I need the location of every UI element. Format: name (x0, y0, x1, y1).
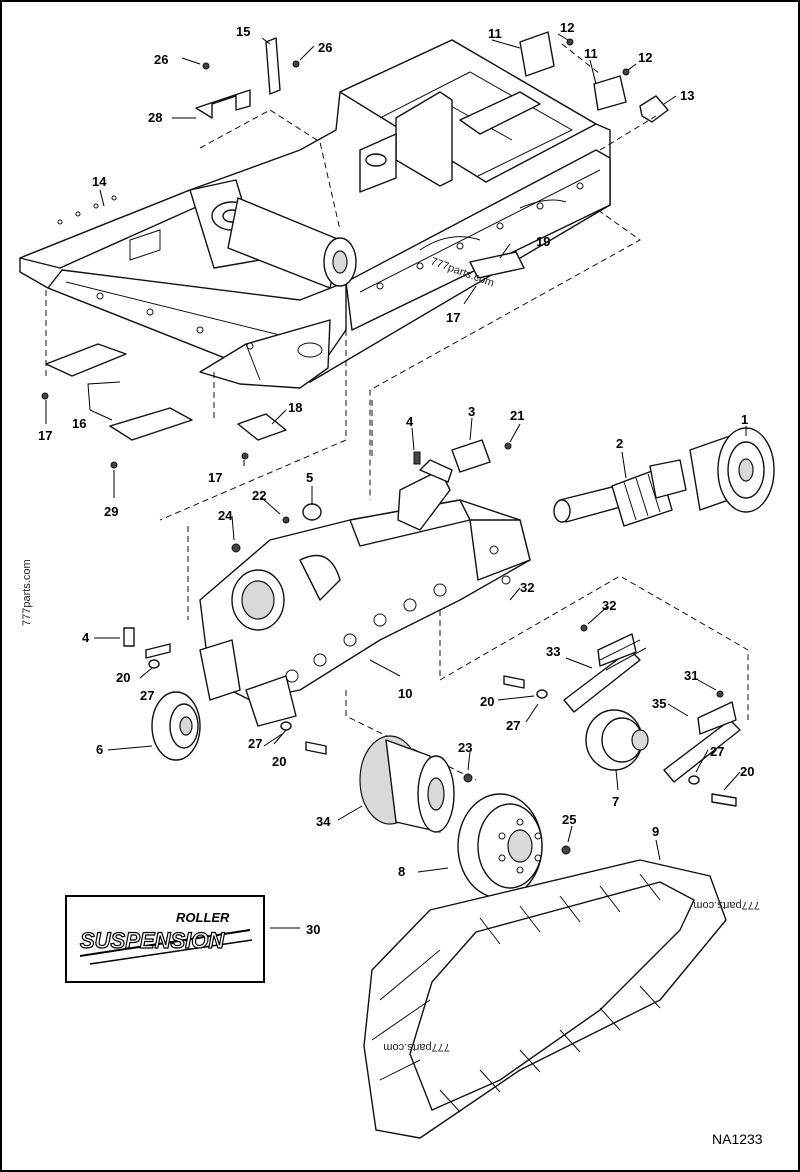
callout-16: 16 (72, 416, 86, 431)
hardware-left (123, 627, 327, 755)
callout-23: 23 (458, 740, 472, 755)
front-idler-1 (689, 427, 775, 513)
callout-20d: 20 (740, 764, 754, 779)
callout-12b: 12 (638, 50, 652, 65)
callout-28: 28 (148, 110, 162, 125)
screw-12a (566, 38, 574, 46)
callout-17a: 17 (38, 428, 52, 443)
callout-9: 9 (652, 824, 659, 839)
cover-plate-11a (519, 31, 555, 77)
logo-text-suspension: SUSPENSION (80, 928, 225, 953)
callout-14: 14 (92, 174, 107, 189)
callout-18: 18 (288, 400, 302, 415)
callout-labels: 1 2 3 4 4 5 6 7 8 9 10 11 11 12 12 13 14… (38, 20, 754, 937)
callout-12a: 12 (560, 20, 574, 35)
callout-6: 6 (96, 742, 103, 757)
callout-27c: 27 (506, 718, 520, 733)
screw-12b (622, 68, 630, 76)
cover-plate-3 (451, 439, 491, 473)
callout-20a: 20 (116, 670, 130, 685)
callout-2: 2 (616, 436, 623, 451)
watermark-left: 777parts.com (21, 559, 33, 626)
sprocket-8 (457, 793, 543, 899)
callout-10: 10 (398, 686, 412, 701)
bolt-4a (413, 451, 421, 465)
cover-plates (469, 31, 669, 279)
callout-5: 5 (306, 470, 313, 485)
callout-8: 8 (398, 864, 405, 879)
plate-16a (45, 343, 127, 377)
bracket-28 (195, 89, 251, 119)
nut-25 (561, 845, 571, 855)
screw-21 (504, 442, 512, 450)
plate-18 (237, 413, 287, 441)
hardware-right (503, 675, 737, 807)
nut-24 (231, 543, 241, 553)
callout-31: 31 (684, 668, 698, 683)
callout-25: 25 (562, 812, 576, 827)
disc-5 (302, 503, 322, 521)
main-frame-assembly (19, 39, 611, 389)
callout-17b: 17 (446, 310, 460, 325)
callout-7: 7 (612, 794, 619, 809)
upper-brackets (195, 37, 300, 119)
screw-22 (282, 516, 290, 524)
callout-17c: 17 (208, 470, 222, 485)
drive-motor-34 (359, 735, 455, 833)
callout-21: 21 (510, 408, 524, 423)
drawing-code: NA1233 (712, 1131, 763, 1147)
arm-35 (663, 719, 741, 783)
plate-16b (109, 407, 193, 441)
cover-plate-11b (593, 75, 627, 111)
roller-suspension-logo-30: ROLLER SUSPENSION (65, 895, 265, 983)
callout-27b: 27 (248, 736, 262, 751)
callout-34: 34 (316, 814, 331, 829)
callout-35: 35 (652, 696, 666, 711)
track-frame-10 (199, 459, 531, 727)
callout-22: 22 (252, 488, 266, 503)
callout-4-top: 4 (406, 414, 414, 429)
callout-1: 1 (741, 412, 748, 427)
callout-27a: 27 (140, 688, 154, 703)
nut-23 (463, 773, 473, 783)
lower-plates (41, 343, 287, 469)
callout-26a: 26 (154, 52, 168, 67)
callout-4-left: 4 (82, 630, 90, 645)
watermark-track-top: 777parts.com (693, 899, 760, 911)
cover-plate-19 (469, 251, 525, 279)
callout-27d: 27 (710, 744, 724, 759)
callout-13: 13 (680, 88, 694, 103)
bogie-roller-6 (151, 691, 201, 761)
assembly-lines-upper (45, 43, 657, 521)
callout-33: 33 (546, 644, 560, 659)
callout-32b: 32 (520, 580, 534, 595)
callout-15: 15 (236, 24, 250, 39)
callout-32a: 32 (602, 598, 616, 613)
callout-26b: 26 (318, 40, 332, 55)
logo-text-roller: ROLLER (176, 910, 230, 925)
bracket-15 (265, 37, 281, 95)
callout-24: 24 (218, 508, 233, 523)
leader-lines (45, 33, 747, 929)
callout-11b: 11 (584, 46, 598, 61)
callout-11a: 11 (488, 26, 502, 41)
roller-arms (563, 624, 741, 783)
clip-13 (639, 95, 669, 123)
callout-20c: 20 (480, 694, 494, 709)
rubber-track-9 (363, 859, 727, 1139)
callout-30: 30 (306, 922, 320, 937)
callout-19: 19 (536, 234, 550, 249)
roller-7 (585, 709, 649, 771)
callout-3: 3 (468, 404, 475, 419)
callout-29: 29 (104, 504, 118, 519)
arm-33 (563, 649, 641, 713)
watermark-track-bottom: 777parts.com (383, 1041, 450, 1053)
tensioner-2 (553, 459, 687, 527)
callout-20b: 20 (272, 754, 286, 769)
